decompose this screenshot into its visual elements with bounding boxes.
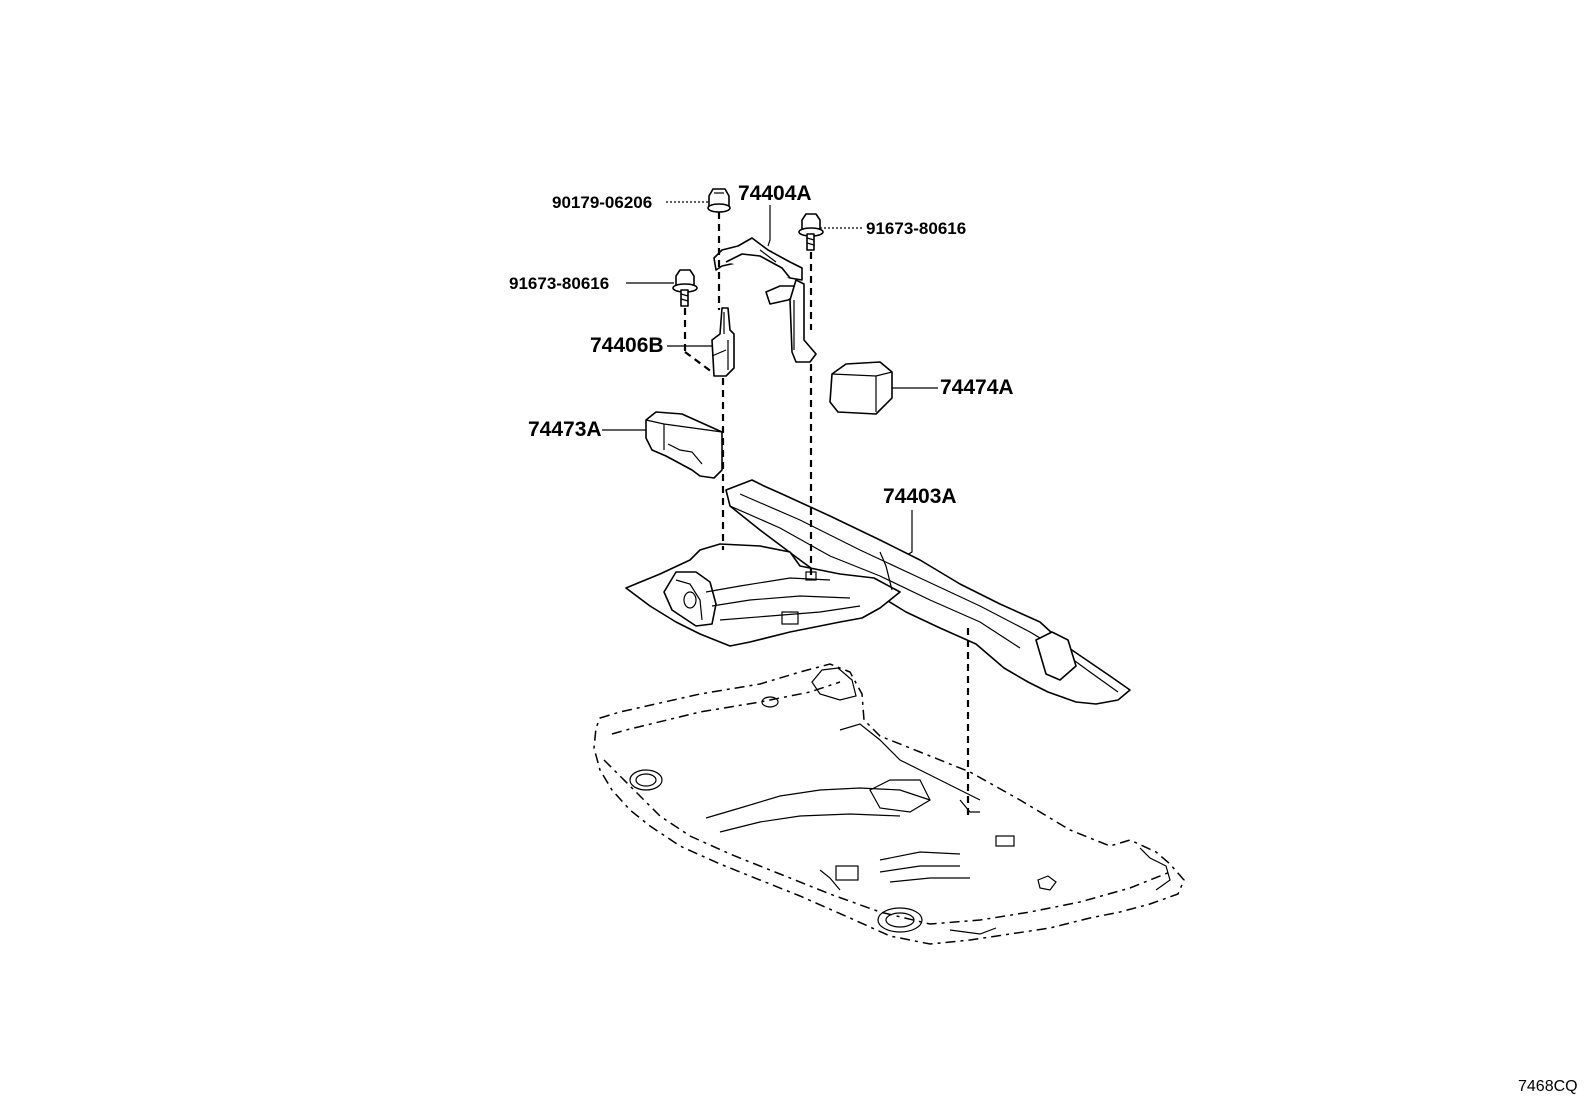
label-bolt-right: 91673-80616	[866, 219, 966, 238]
label-stay: 74406B	[590, 334, 664, 357]
label-bracket: 74404A	[738, 182, 812, 205]
assembly-lines	[683, 212, 970, 820]
part-labels: 90179-06206 74404A 91673-80616 91673-806…	[509, 182, 1578, 1095]
floor-pan	[593, 663, 1185, 945]
pad-right	[829, 361, 893, 415]
flange-bolt-right	[798, 213, 824, 251]
tray	[625, 479, 1131, 705]
label-pad-right: 74474A	[940, 376, 1014, 399]
reference-code: 7468CQ	[1518, 1078, 1578, 1095]
bracket	[713, 237, 817, 363]
pad-left	[645, 411, 723, 479]
label-bolt-left: 91673-80616	[509, 274, 609, 293]
label-nut: 90179-06206	[552, 193, 652, 212]
stay	[711, 307, 735, 377]
flange-bolt-left	[672, 269, 698, 307]
label-tray: 74403A	[883, 485, 957, 508]
hex-nut	[707, 188, 731, 213]
label-pad-left: 74473A	[528, 418, 602, 441]
